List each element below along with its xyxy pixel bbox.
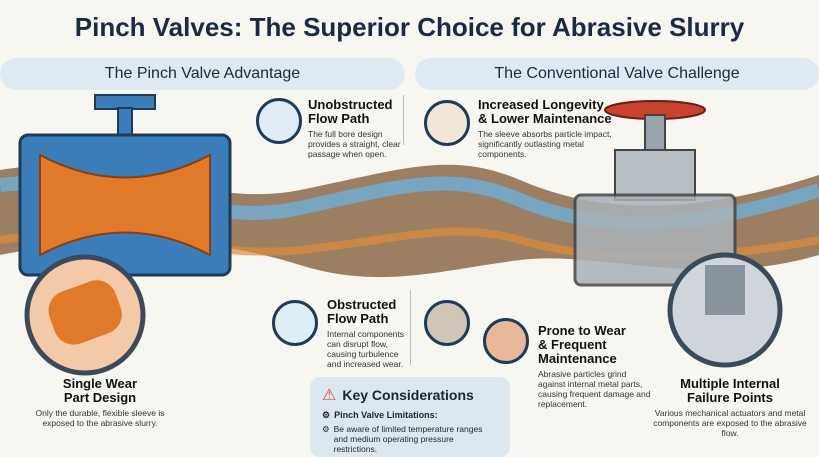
- impact-icon: [483, 318, 529, 364]
- key-title: Key Considerations: [342, 387, 474, 403]
- card-text: The sleeve absorbs particle impact, sign…: [478, 129, 612, 159]
- card-title: Part Design: [63, 390, 137, 405]
- card-text: The full bore design provides a straight…: [308, 129, 401, 159]
- card-title: Failure Points: [687, 390, 773, 405]
- gear-icon: ⚙: [322, 410, 331, 420]
- card-longevity: Increased Longevity & Lower Maintenance …: [478, 97, 618, 160]
- card-title: Increased Longevity: [478, 97, 604, 112]
- turbulence-icon: [424, 300, 470, 346]
- zoom-circle-sleeve: [24, 254, 146, 376]
- card-obstructed: Obstructed Flow Path Internal components…: [327, 297, 412, 370]
- pinch-valve-icon: [18, 94, 232, 277]
- card-text: Only the durable, flexible sleeve is exp…: [35, 408, 165, 428]
- card-title: Maintenance: [538, 351, 617, 366]
- key-subtitle: Pinch Valve Limitations:: [334, 410, 438, 420]
- card-title: Single Wear: [62, 376, 138, 391]
- strong-arm-icon: [424, 100, 470, 146]
- key-text: Be aware of limited temperature ranges a…: [333, 424, 483, 454]
- card-title: Prone to Wear: [538, 323, 626, 338]
- card-title: Flow Path: [308, 111, 370, 126]
- valve-illustration: [0, 94, 819, 376]
- card-multiple-failure: Multiple Internal Failure Points Various…: [650, 376, 810, 439]
- card-text: Internal components can disrupt flow, ca…: [327, 329, 405, 369]
- page-title: Pinch Valves: The Superior Choice for Ab…: [74, 12, 745, 42]
- right-section-header: The Conventional Valve Challenge: [415, 58, 819, 90]
- card-title: & Lower Maintenance: [478, 111, 612, 126]
- card-text: Abrasive particles grind against interna…: [538, 369, 651, 409]
- card-wear: Prone to Wear & Frequent Maintenance Abr…: [538, 323, 653, 410]
- card-title: Flow Path: [327, 311, 389, 326]
- key-considerations-box: ⚠ Key Considerations ⚙Pinch Valve Limita…: [310, 377, 510, 457]
- card-title: & Frequent: [538, 337, 607, 352]
- zoom-circle-internal: [667, 252, 783, 368]
- pipe-icon: [256, 98, 302, 144]
- card-title: Multiple Internal: [680, 376, 780, 391]
- card-text: Various mechanical actuators and metal c…: [653, 408, 807, 438]
- card-title: Obstructed: [327, 297, 397, 312]
- card-single-wear: Single Wear Part Design Only the durable…: [20, 376, 180, 429]
- pipe-icon: [272, 300, 318, 346]
- gear-icon: ⚙: [322, 424, 330, 434]
- warning-icon: ⚠: [322, 387, 337, 404]
- left-section-header: The Pinch Valve Advantage: [0, 58, 405, 90]
- card-unobstructed: Unobstructed Flow Path The full bore des…: [308, 97, 403, 160]
- card-title: Unobstructed: [308, 97, 393, 112]
